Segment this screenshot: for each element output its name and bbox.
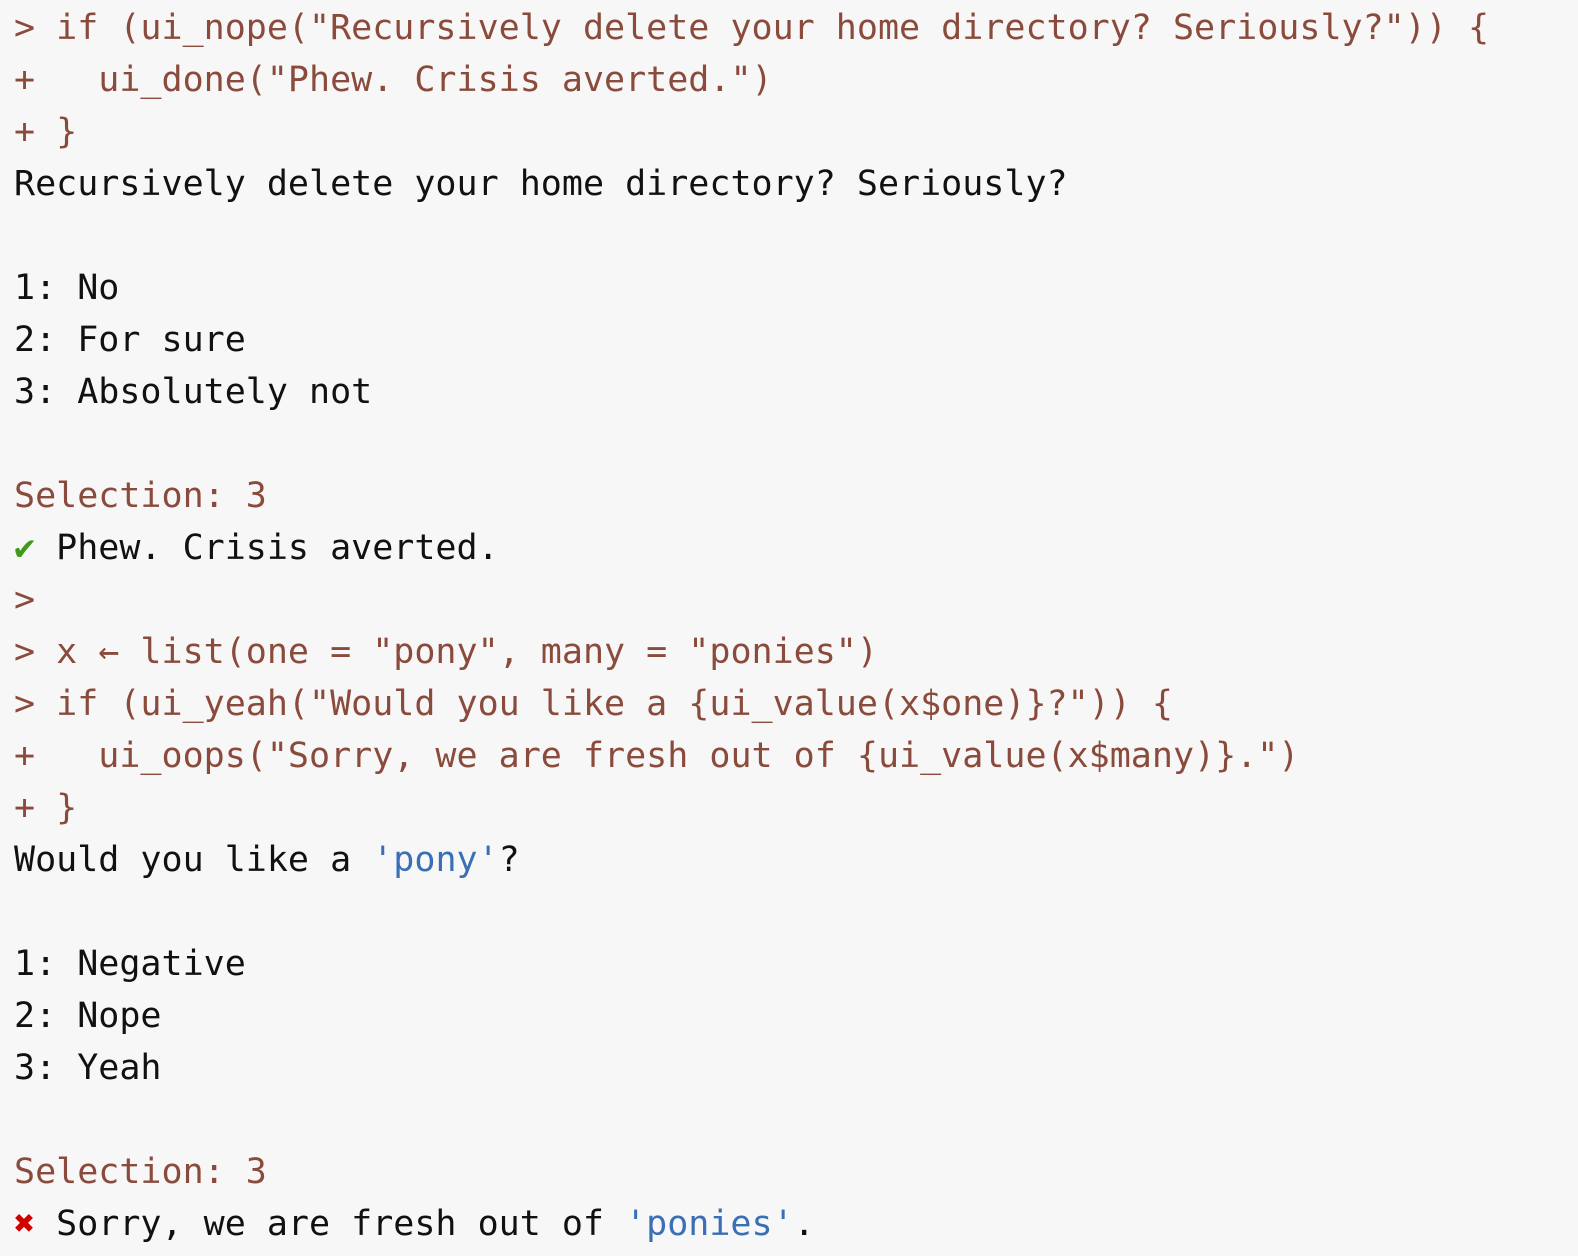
console-prompt-partial: >	[14, 1244, 35, 1256]
console-line-error: ✖ Sorry, we are fresh out of 'ponies'.	[0, 1198, 1578, 1250]
console-prompt-empty: >	[14, 580, 36, 620]
console-menu-option-2[interactable]: 2: Nope	[14, 996, 162, 1036]
console-menu-option-1[interactable]: 1: Negative	[14, 944, 246, 984]
console-line-question: Recursively delete your home directory? …	[14, 164, 1068, 204]
question-text-pre: Would you like a	[14, 840, 373, 880]
cross-icon: ✖	[14, 1204, 36, 1244]
console-line-question: Would you like a 'pony'?	[0, 834, 1578, 886]
console-line-success: ✔ Phew. Crisis averted.	[0, 522, 1578, 574]
console-line-code: + ui_oops("Sorry, we are fresh out of {u…	[14, 736, 1300, 776]
success-message: Phew. Crisis averted.	[35, 528, 499, 568]
console-menu-option-2[interactable]: 2: For sure	[14, 320, 246, 360]
console-menu-option-1[interactable]: 1: No	[14, 268, 120, 308]
console-menu-option-3[interactable]: 3: Yeah	[14, 1048, 162, 1088]
value-pony: 'pony'	[372, 840, 499, 880]
console-line-code: + }	[14, 788, 78, 828]
console-selection-prompt: Selection: 3	[14, 476, 267, 516]
question-text-post: ?	[498, 840, 520, 880]
console-line-code: + ui_done("Phew. Crisis averted.")	[14, 60, 773, 100]
console-line-blank	[0, 1094, 1578, 1146]
console-line-code: > if (ui_yeah("Would you like a {ui_valu…	[14, 684, 1173, 724]
console-line-code: > x ← list(one = "pony", many = "ponies"…	[14, 632, 878, 672]
console-line-code: > if (ui_nope("Recursively delete your h…	[14, 8, 1490, 48]
console-line-blank	[0, 886, 1578, 938]
console-menu-option-3[interactable]: 3: Absolutely not	[14, 372, 373, 412]
check-icon: ✔	[14, 528, 36, 568]
value-ponies: 'ponies'	[625, 1204, 794, 1244]
error-message-post: .	[793, 1204, 815, 1244]
console-selection-prompt: Selection: 3	[14, 1152, 267, 1192]
error-message-pre: Sorry, we are fresh out of	[35, 1204, 626, 1244]
console-line-code: + }	[14, 112, 78, 152]
console-line-blank	[0, 210, 1578, 262]
console-line-blank	[0, 418, 1578, 470]
